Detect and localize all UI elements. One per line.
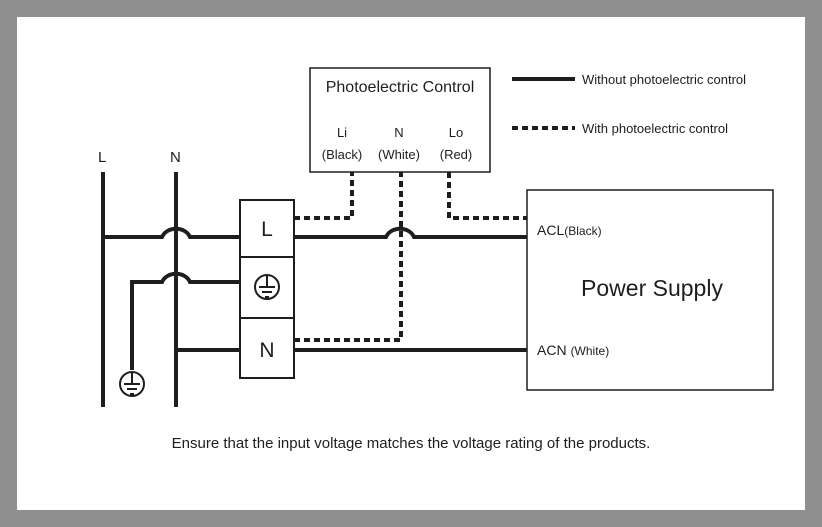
acl-name: ACL xyxy=(537,222,564,238)
voltage-note: Ensure that the input voltage matches th… xyxy=(172,435,651,452)
terminal-l-label: L xyxy=(261,218,273,241)
wire-l-to-power-supply xyxy=(294,226,527,239)
main-n-label: N xyxy=(170,149,181,166)
photo-n-color: (White) xyxy=(378,147,420,162)
power-supply-box xyxy=(526,189,774,391)
dashed-wire-n xyxy=(294,172,403,342)
legend-solid-label: Without photoelectric control xyxy=(582,72,746,87)
photo-control-title: Photoelectric Control xyxy=(326,79,475,96)
main-l-label: L xyxy=(98,149,106,166)
dashed-wire-li xyxy=(294,172,354,220)
dashed-wire-lo xyxy=(447,172,527,220)
ground-icon-terminal xyxy=(254,274,280,300)
photo-lo-label: Lo xyxy=(449,125,463,140)
wire-l-to-terminal xyxy=(103,226,240,239)
acn-label: ACN (White) xyxy=(537,342,609,358)
acn-color: (White) xyxy=(571,344,610,358)
power-supply-title: Power Supply xyxy=(581,275,723,301)
acl-label: ACL(Black) xyxy=(537,222,602,238)
photoelectric-control-box xyxy=(309,67,491,173)
photo-li-label: Li xyxy=(337,125,347,140)
ground-icon-left xyxy=(119,371,145,397)
terminal-n-label: N xyxy=(259,339,274,362)
wire-ground-to-terminal xyxy=(130,271,240,370)
photo-lo-color: (Red) xyxy=(440,147,473,162)
acl-color: (Black) xyxy=(564,224,601,238)
photo-li-color: (Black) xyxy=(322,147,362,162)
legend-dashed-label: With photoelectric control xyxy=(582,121,728,136)
acn-name: ACN xyxy=(537,342,567,358)
photo-n-label: N xyxy=(394,125,403,140)
